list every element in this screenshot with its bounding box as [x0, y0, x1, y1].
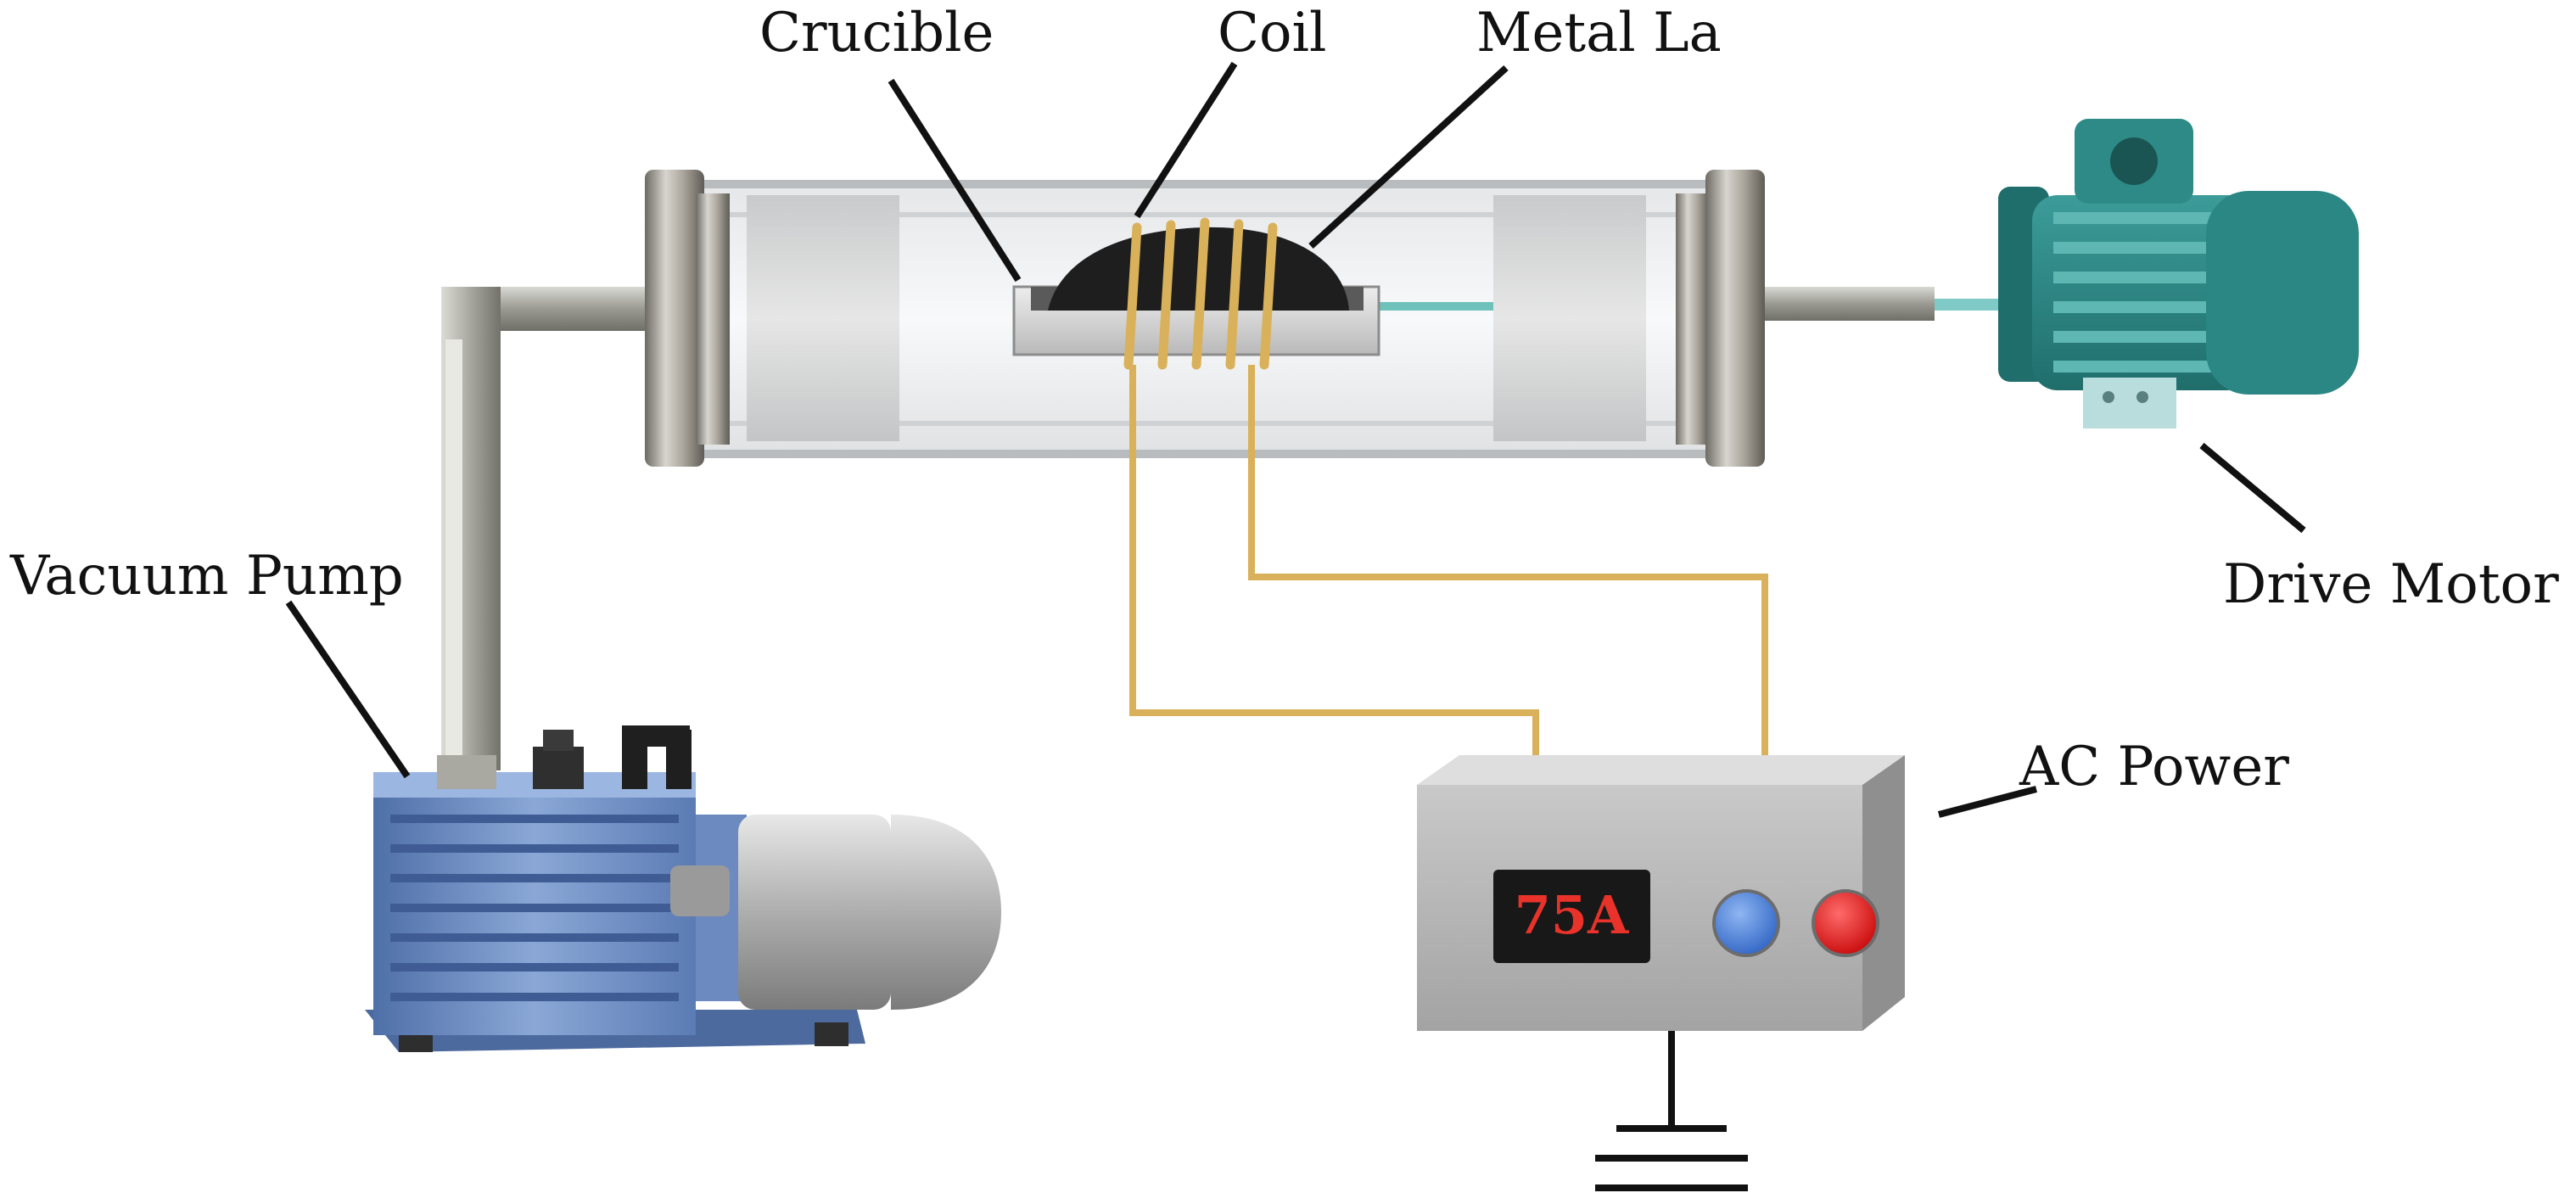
current-display — [1493, 870, 1650, 963]
leader-lines — [285, 61, 2306, 818]
label-vacuum-pump: Vacuum Pump — [9, 545, 404, 608]
current-readout: 75A — [1515, 884, 1629, 946]
red-button — [1812, 889, 1879, 957]
right-flange — [1676, 170, 1765, 467]
label-ac-power: AC Power — [2019, 736, 2289, 798]
blue-button — [1712, 889, 1780, 957]
ground-symbol — [1595, 1031, 1748, 1191]
label-drive-motor: Drive Motor — [2223, 553, 2559, 616]
right-plug — [1493, 195, 1646, 441]
crucible-leader — [888, 78, 1022, 283]
vacuum-pipe — [441, 287, 645, 770]
crucible-rod — [1375, 302, 1493, 311]
coil-leader — [1134, 61, 1238, 219]
drive-motor — [1998, 119, 2359, 428]
drive-motor-leader — [2199, 442, 2306, 534]
power-wires — [1129, 365, 1768, 764]
coil — [1123, 217, 1278, 370]
metal-la-leader — [1308, 65, 1509, 249]
left-flange — [645, 170, 730, 467]
label-crucible: Crucible — [759, 2, 994, 64]
label-metal-la: Metal La — [1476, 2, 1722, 64]
left-plug — [747, 195, 899, 441]
vacuum-pump-leader — [285, 600, 411, 779]
vacuum-pump — [365, 725, 1001, 1052]
label-coil: Coil — [1218, 2, 1326, 64]
ac-power-supply: 75A — [1417, 755, 1905, 1031]
drive-shaft — [1731, 287, 1998, 321]
ac-power-leader — [1937, 786, 2038, 818]
